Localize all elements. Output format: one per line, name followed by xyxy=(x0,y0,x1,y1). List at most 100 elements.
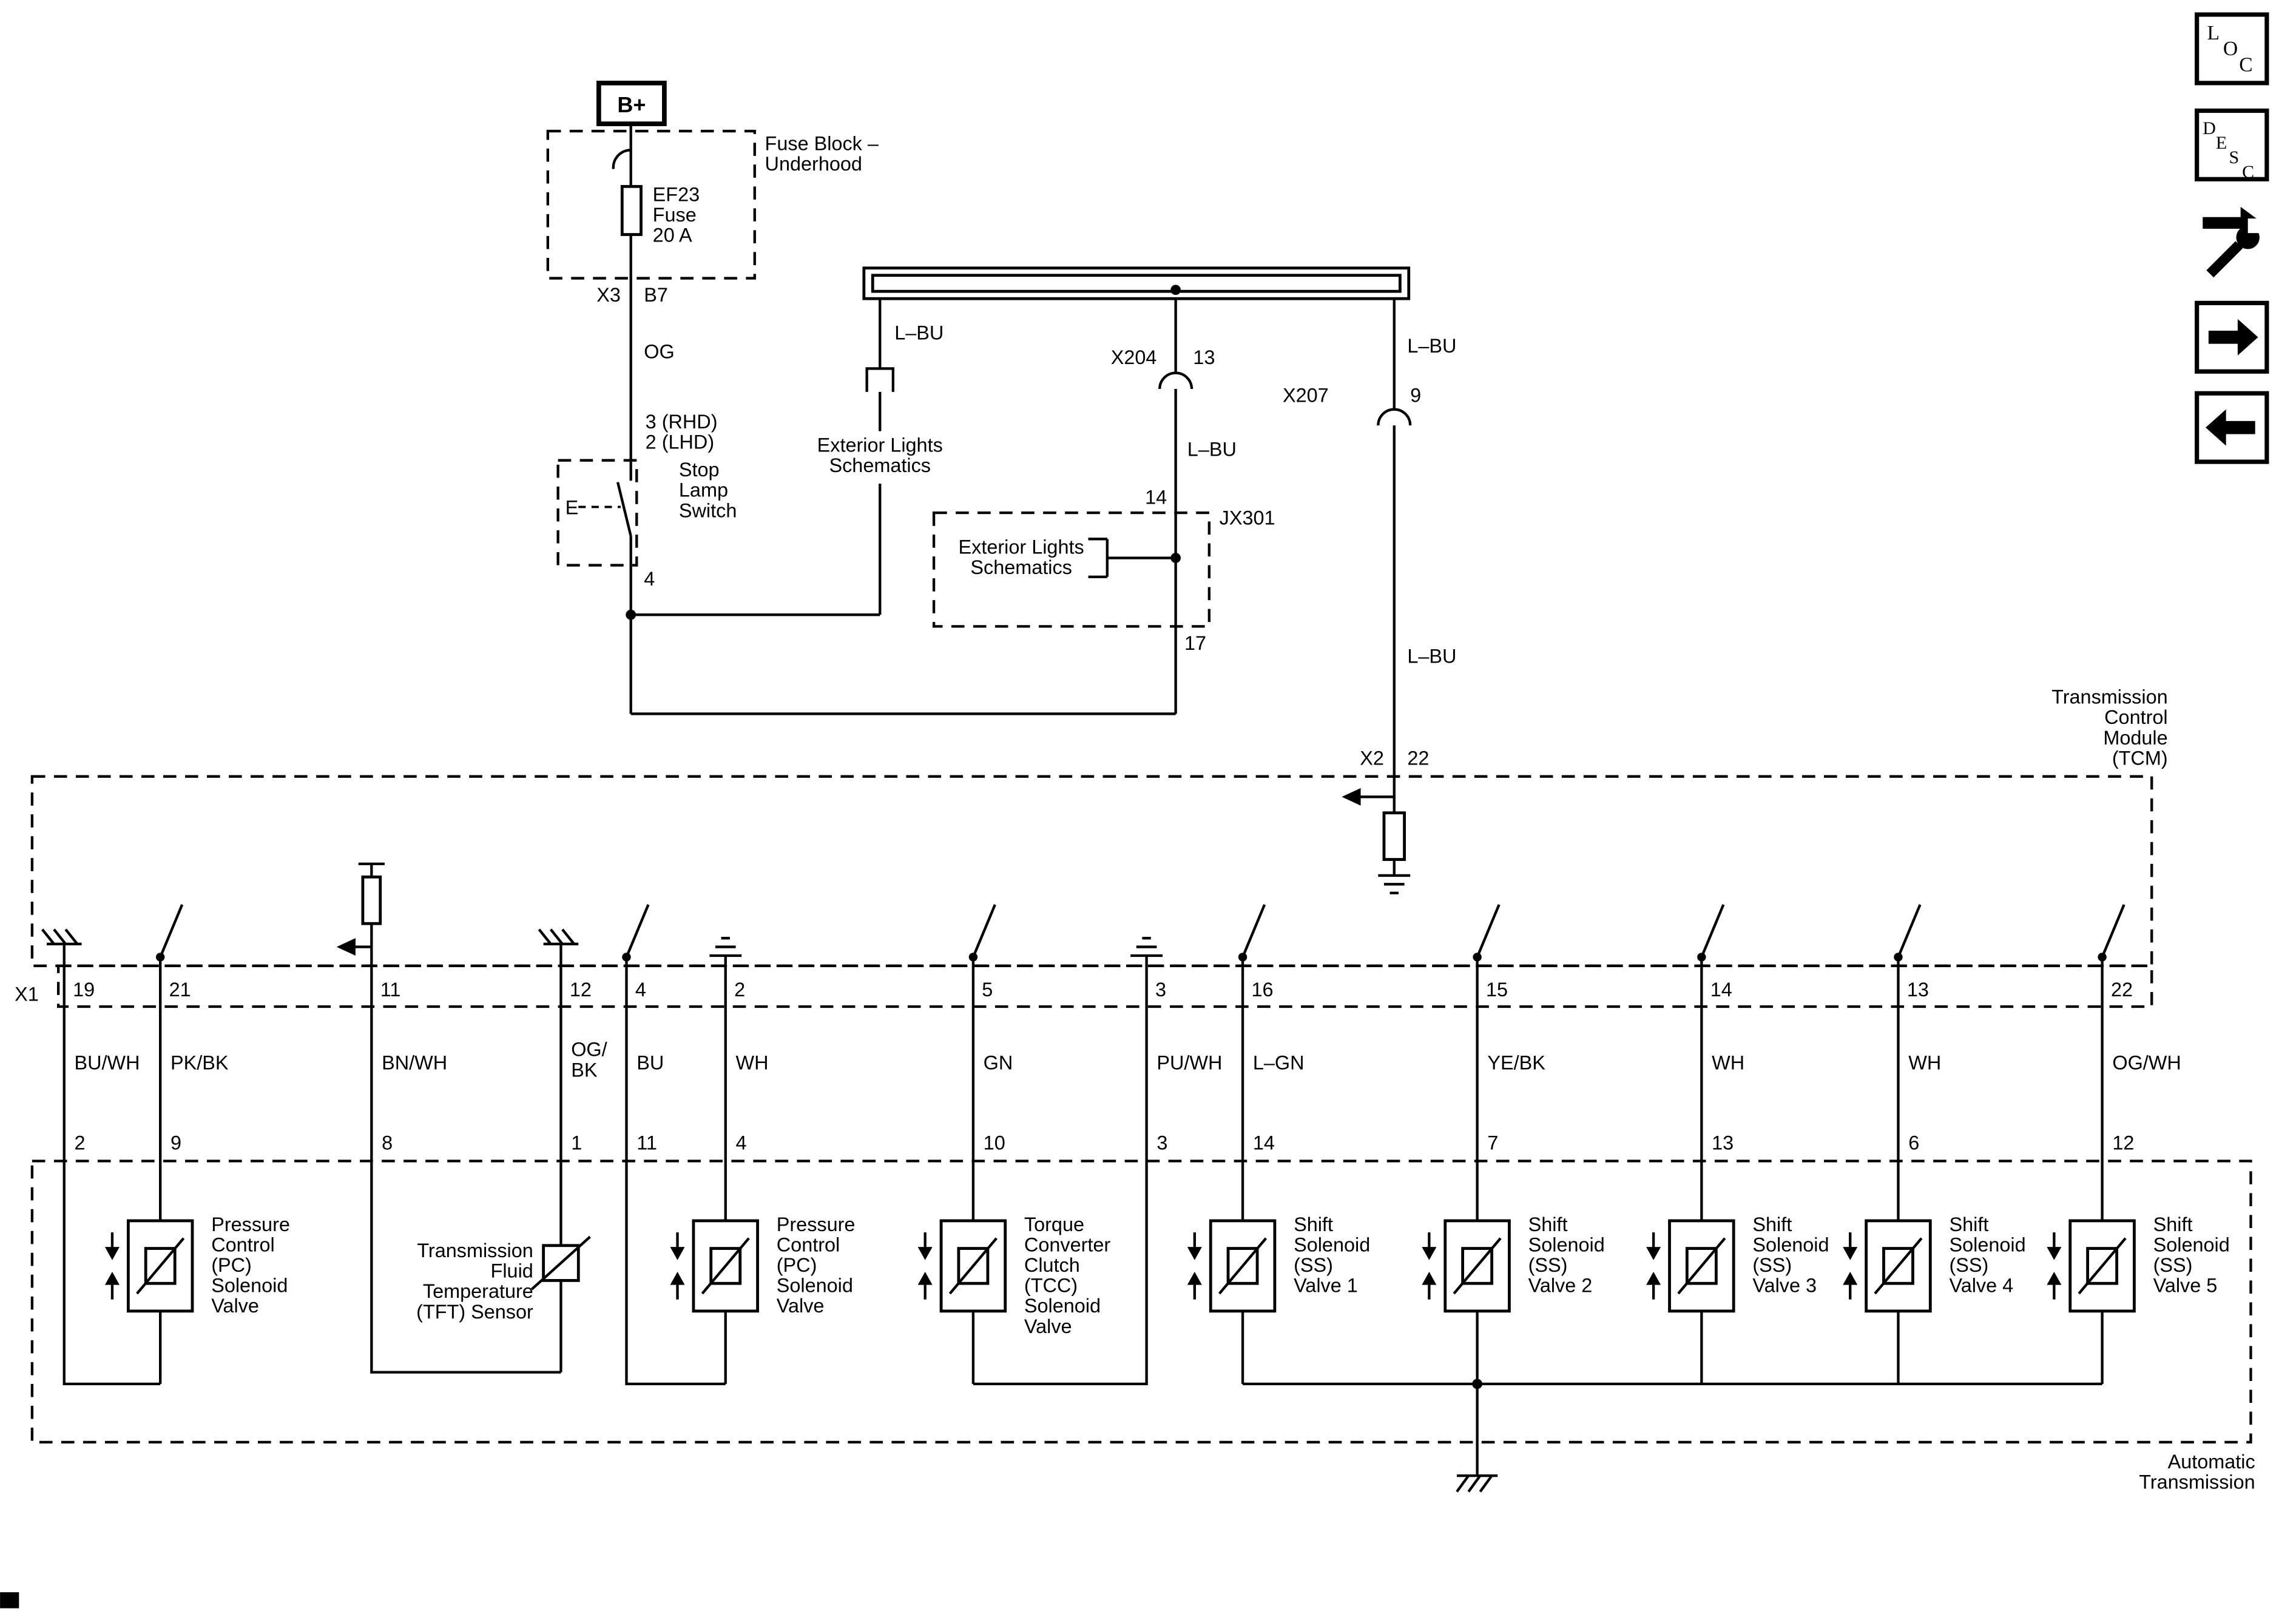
tcm-pin-number: 15 xyxy=(1486,979,1508,1001)
wire-color-label: PK/BK xyxy=(171,1052,229,1073)
x204-connector-label: X204 xyxy=(1111,346,1157,368)
tcm-pin-number: 22 xyxy=(2111,979,2133,1001)
x207-branch: L–BU X207 9 L–BU X2 22 xyxy=(1283,299,1456,777)
fuse-rating: 20 A xyxy=(653,224,692,246)
junction-bracket xyxy=(1088,538,1176,578)
component-label: Torque xyxy=(1024,1214,1084,1235)
component-label: Valve 3 xyxy=(1752,1275,1817,1297)
circuit-pin11: 11 BN/WH 8 xyxy=(370,979,562,1374)
tcm-pin-number: 11 xyxy=(380,979,401,1001)
signal-direction-arrow-icon xyxy=(1342,788,1361,806)
component-label: (SS) xyxy=(1294,1254,1333,1276)
x2-connector-label: X2 xyxy=(1360,747,1384,769)
fuse-name: EF23 xyxy=(653,183,700,205)
component-label: Solenoid xyxy=(2153,1234,2230,1255)
tcm-pin-number: 19 xyxy=(73,979,95,1001)
tcm-pin-number: 2 xyxy=(734,979,745,1001)
wire-color-label: BU xyxy=(636,1052,664,1073)
component-label: (PC) xyxy=(211,1254,252,1276)
trans-pin-number: 2 xyxy=(75,1132,86,1153)
circuit-pin16: 16 L–GN 14 xyxy=(1241,979,1305,1384)
component-label: Shift xyxy=(1949,1214,1988,1235)
brake-input-circuit xyxy=(1342,776,1411,894)
back-arrow-icon xyxy=(2206,409,2255,446)
component-label: Temperature xyxy=(423,1280,533,1302)
x207-pin: 9 xyxy=(1410,385,1421,407)
exterior-lights-label-1: Exterior Lights xyxy=(817,434,943,456)
component-label: Valve xyxy=(211,1295,259,1317)
trans-pin-number: 13 xyxy=(1712,1132,1734,1153)
component-label: Valve xyxy=(777,1295,825,1317)
circuit-pin5: 5 GN 10 xyxy=(971,979,1013,1221)
junction-label: JX301 xyxy=(1220,507,1275,528)
tft-input-circuit xyxy=(336,862,385,1007)
switch-pin-rhd: 3 (RHD) xyxy=(646,411,718,433)
component-label: Solenoid xyxy=(1949,1234,2025,1255)
wire-color-lbu-left: L–BU xyxy=(894,322,944,343)
transmission-label-1: Automatic xyxy=(2168,1451,2255,1473)
component-label: Solenoid xyxy=(1752,1234,1829,1255)
exterior-lights-label-2: Schematics xyxy=(829,454,931,476)
switch-pin-lhd: 2 (LHD) xyxy=(646,431,714,453)
shift-solenoid-valve-2: Shift Solenoid (SS) Valve 2 xyxy=(1422,1214,1605,1311)
pullup-resistor-icon xyxy=(361,875,382,925)
loc-button[interactable]: L O C xyxy=(2195,12,2269,86)
circuit-pin2: 2 WH 4 xyxy=(724,979,769,1221)
component-label: (SS) xyxy=(2153,1254,2193,1276)
wire-color-label: OG/WH xyxy=(2112,1052,2181,1073)
exterior-lights-box-label-2: Schematics xyxy=(970,556,1072,578)
loc-letter-1: L xyxy=(2207,22,2220,44)
desc-button[interactable]: D E S C xyxy=(2195,108,2269,182)
stop-lamp-switch: 3 (RHD) 2 (LHD) E Stop Lamp Switch 4 xyxy=(556,411,737,590)
power-wires xyxy=(629,124,1176,715)
trans-pin-number: 3 xyxy=(1156,1132,1167,1153)
circuit-pin13: 13 WH 6 xyxy=(1897,979,1941,1384)
harness-circuits: 19 BU/WH 2 21 PK/BK 9 11 BN/WH 8 12 OG/ … xyxy=(62,979,2181,1386)
back-button[interactable] xyxy=(2195,391,2269,464)
wire-color-label: BU/WH xyxy=(75,1052,140,1073)
component-label: Valve xyxy=(1024,1315,1072,1337)
x207-connector-label: X207 xyxy=(1283,385,1329,407)
wire-color-lbu-top: L–BU xyxy=(1407,335,1456,357)
component-label: Shift xyxy=(1528,1214,1568,1235)
component-label: Valve 2 xyxy=(1528,1275,1593,1297)
battery-label: B+ xyxy=(617,92,646,117)
trans-pin-number: 6 xyxy=(1908,1132,1919,1153)
shift-solenoid-valve-3: Shift Solenoid (SS) Valve 3 xyxy=(1646,1214,1829,1311)
component-label: Valve 1 xyxy=(1294,1275,1358,1297)
junction-dots xyxy=(626,285,1483,1389)
component-label: Solenoid xyxy=(777,1275,853,1297)
wrench-arrow-icon[interactable] xyxy=(2203,206,2264,278)
fuse-block-connector: X3 xyxy=(596,284,621,306)
component-label: Shift xyxy=(2153,1214,2193,1235)
connector-hook-icon xyxy=(612,149,631,169)
exterior-lights-box-label-1: Exterior Lights xyxy=(959,536,1084,558)
tcm-label-1: Transmission xyxy=(2051,686,2167,708)
switch-label-2: Lamp xyxy=(679,479,728,501)
component-label: Pressure xyxy=(211,1214,290,1235)
component-label: Converter xyxy=(1024,1234,1110,1255)
x204-pin-in: 14 xyxy=(1145,487,1167,508)
component-label: Control xyxy=(777,1234,840,1255)
wire-color-label: OG/ xyxy=(571,1039,607,1061)
component-label: Valve 5 xyxy=(2153,1275,2218,1297)
tft-sensor: Transmission Fluid Temperature (TFT) Sen… xyxy=(416,1237,590,1323)
loc-letter-2: O xyxy=(2223,38,2238,60)
component-label: Shift xyxy=(1294,1214,1333,1235)
tcm-module: Transmission Control Module (TCM) X1 xyxy=(15,686,2168,1007)
circuit-pin4: 4 BU 11 xyxy=(625,979,727,1386)
tcm-pin-number: 16 xyxy=(1251,979,1273,1001)
tcm-pin-number: 12 xyxy=(570,979,592,1001)
shift-solenoid-valve-4: Shift Solenoid (SS) Valve 4 xyxy=(1843,1214,2026,1311)
x204-branch: X204 13 L–BU 14 JX301 Exterior Lights Sc… xyxy=(932,299,1275,714)
automatic-transmission: Pressure Control (PC) Solenoid Valve Tra… xyxy=(30,1160,2255,1493)
forward-button[interactable] xyxy=(2195,300,2269,374)
component-label: Solenoid xyxy=(1294,1234,1370,1255)
switch-label-1: Stop xyxy=(679,459,720,481)
x1-connector-label: X1 xyxy=(15,983,39,1005)
component-label: Solenoid xyxy=(1024,1295,1101,1317)
signal-direction-arrow-icon xyxy=(336,938,356,956)
x2-pin: 22 xyxy=(1407,747,1429,769)
forward-arrow-icon xyxy=(2208,319,2258,356)
component-label: Control xyxy=(211,1234,274,1255)
